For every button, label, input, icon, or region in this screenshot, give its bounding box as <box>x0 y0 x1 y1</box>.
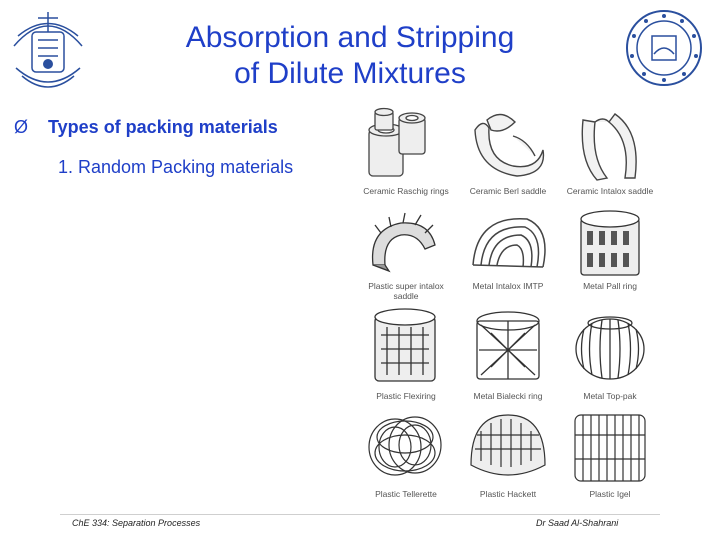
packing-figure: Ceramic Raschig rings Ceramic Berl saddl… <box>355 100 660 500</box>
berl-saddle-icon <box>474 113 545 177</box>
packing-cell: Plastic Flexiring <box>355 305 457 405</box>
bullet-item: Ø Types of packing materials <box>14 117 278 138</box>
packing-label: Ceramic Raschig rings <box>363 186 449 196</box>
packing-label: Plastic Tellerette <box>375 489 437 499</box>
packing-cell: Ceramic Intalox saddle <box>559 100 661 200</box>
intalox-saddle-icon <box>581 113 637 181</box>
bullet-text: Types of packing materials <box>48 117 278 137</box>
packing-label: Plastic Flexiring <box>376 391 436 401</box>
title-line-1: Absorption and Stripping <box>185 21 515 54</box>
packing-cell: Ceramic Berl saddle <box>457 100 559 200</box>
flexiring-icon <box>374 308 436 382</box>
igel-icon <box>574 414 646 482</box>
page-title: Absorption and Stripping of Dilute Mixtu… <box>130 20 570 92</box>
footer-course: ChE 334: Separation Processes <box>72 518 201 528</box>
sub-item: 1. Random Packing materials <box>58 157 294 177</box>
bialecki-ring-icon <box>476 311 540 380</box>
super-intalox-saddle-icon <box>371 212 436 273</box>
pall-ring-icon <box>580 210 640 276</box>
department-seal-icon <box>624 6 704 90</box>
footer-author: Dr Saad Al-Shahrani <box>536 518 619 528</box>
packing-label: Plastic super intalox saddle <box>368 281 444 301</box>
arrow-bullet-icon: Ø <box>14 117 29 137</box>
packing-cell: Plastic super intalox saddle <box>355 205 457 305</box>
packing-label: Plastic Igel <box>589 489 631 499</box>
imtp-icon <box>472 217 546 268</box>
packing-label: Metal Top-pak <box>583 391 637 401</box>
university-seal-icon <box>8 6 88 92</box>
packing-label: Metal Intalox IMTP <box>472 281 544 291</box>
packing-cell: Metal Bialecki ring <box>457 305 559 405</box>
raschig-rings-icon <box>368 107 426 177</box>
packing-cell: Plastic Hackett <box>457 405 559 505</box>
packing-label: Ceramic Intalox saddle <box>566 186 654 196</box>
hackett-icon <box>470 414 546 476</box>
tellerette-icon <box>368 416 442 476</box>
packing-cell: Ceramic Raschig rings <box>355 100 457 200</box>
packing-label: Ceramic Berl saddle <box>469 186 547 196</box>
packing-label: Plastic Hackett <box>479 489 537 499</box>
title-line-2: of Dilute Mixtures <box>234 57 466 90</box>
packing-cell: Metal Top-pak <box>559 305 661 405</box>
packing-label: Metal Bialecki ring <box>473 391 543 401</box>
packing-cell: Plastic Tellerette <box>355 405 457 505</box>
footer-divider <box>60 514 660 515</box>
packing-label: Metal Pall ring <box>583 281 637 291</box>
packing-cell: Metal Intalox IMTP <box>457 205 559 305</box>
packing-cell: Metal Pall ring <box>559 205 661 305</box>
packing-cell: Plastic Igel <box>559 405 661 505</box>
top-pak-icon <box>575 316 645 380</box>
